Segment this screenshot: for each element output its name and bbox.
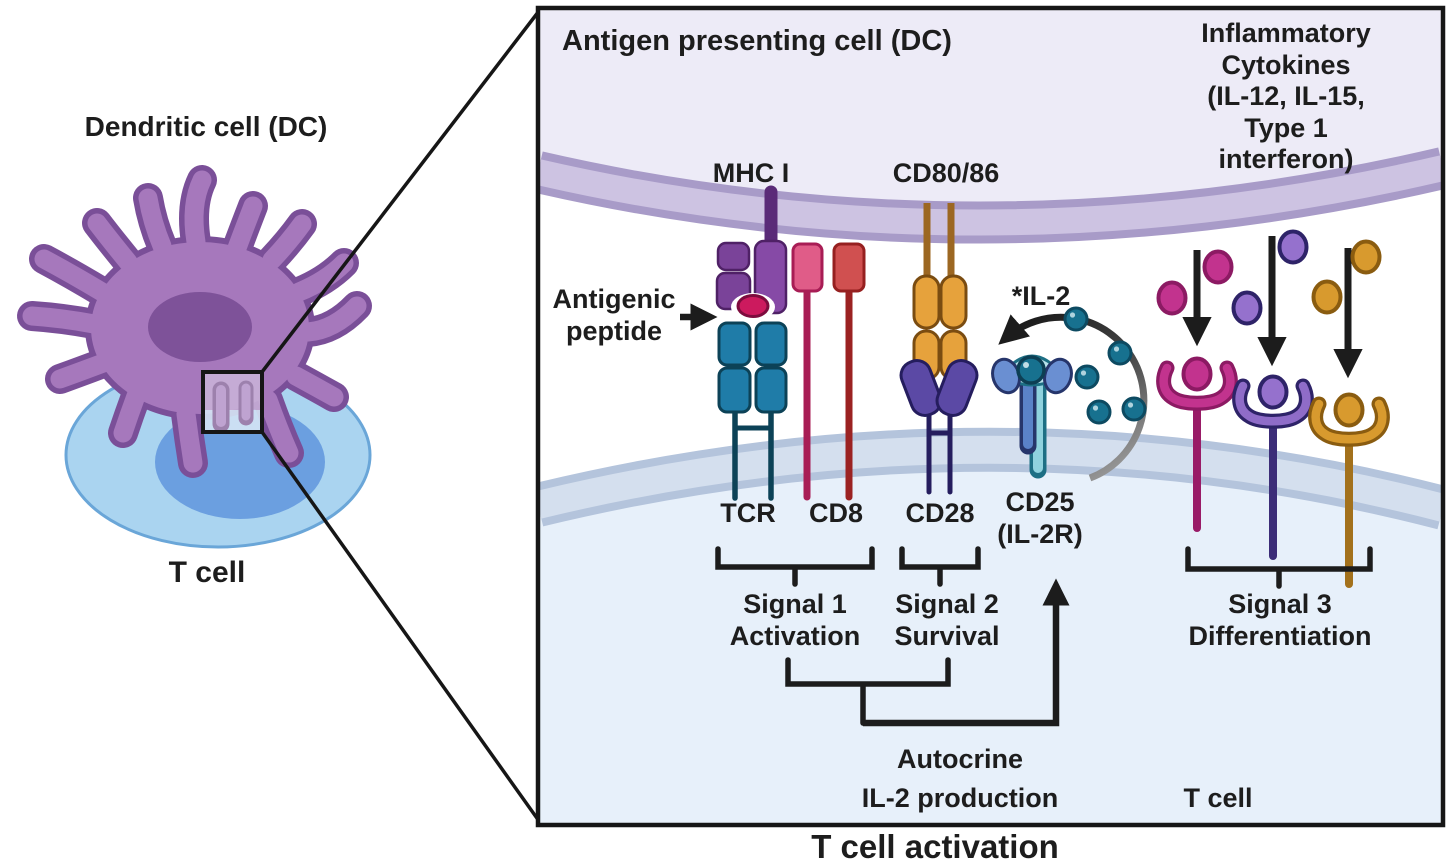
autocrine-label: Autocrine IL-2 production — [861, 744, 1059, 814]
antigenic-peptide-label: Antigenic peptide — [552, 284, 676, 346]
tcr-label: TCR — [720, 498, 776, 528]
apc-region — [540, 10, 1441, 223]
signal1-bracket — [715, 546, 875, 587]
figure-title: T cell activation — [811, 828, 1059, 865]
tcr-receptor — [717, 321, 788, 501]
cytokine-molecules — [1156, 229, 1382, 326]
autocrine-arrow — [863, 578, 1070, 727]
synapse-panel — [535, 5, 1446, 828]
signal2-label: Signal 2 Survival — [894, 589, 1000, 651]
cd25-receptor — [991, 354, 1073, 479]
cytokine-receptor-magenta — [1156, 356, 1238, 532]
dc-nucleus — [148, 292, 252, 362]
il2-molecule-highlights — [1069, 312, 1134, 411]
signal3-label: Signal 3 Differentiation — [1188, 589, 1372, 651]
zoom-connector-bottom — [260, 430, 541, 823]
signal1-label: Signal 1 Activation — [729, 589, 861, 651]
cd28-label: CD28 — [905, 498, 975, 528]
mhc1-label: MHC I — [712, 158, 790, 188]
il2-secretion-arrow — [998, 313, 1148, 482]
t-cell-inner-label: T cell — [1183, 783, 1253, 813]
il2-label: *IL-2 — [1011, 281, 1071, 311]
signal2-bracket — [899, 546, 981, 587]
antigenic-peptide-molecule — [736, 294, 770, 318]
inflammatory-cytokines-label: Inflammatory Cytokines (IL-12, IL-15, Ty… — [1201, 18, 1371, 175]
dendritic-cell-label: Dendritic cell (DC) — [84, 111, 328, 142]
t-cell-region — [540, 449, 1441, 823]
autocrine-bracket — [785, 657, 951, 726]
signal3-bracket — [1185, 546, 1373, 589]
cytokine-arrows — [1182, 236, 1363, 379]
zoom-connector-top — [260, 9, 541, 374]
panel-border — [535, 5, 1446, 828]
cytokine-receptor-gold — [1308, 392, 1390, 588]
cd80-86-label: CD80/86 — [892, 158, 1000, 188]
cd80-86-receptor — [912, 203, 968, 381]
apc-title: Antigen presenting cell (DC) — [562, 25, 952, 57]
cd8-label: CD8 — [808, 498, 864, 528]
cytokine-receptor-purple — [1232, 374, 1314, 560]
mhc1-receptor — [715, 185, 788, 321]
zoom-region-box — [201, 370, 264, 434]
cd8-receptor — [791, 242, 866, 501]
signal-brackets — [715, 546, 1373, 589]
cd28-receptor — [899, 359, 979, 495]
t-cell-label: T cell — [168, 556, 246, 589]
cd25-label: CD25 (IL-2R) — [997, 487, 1083, 549]
